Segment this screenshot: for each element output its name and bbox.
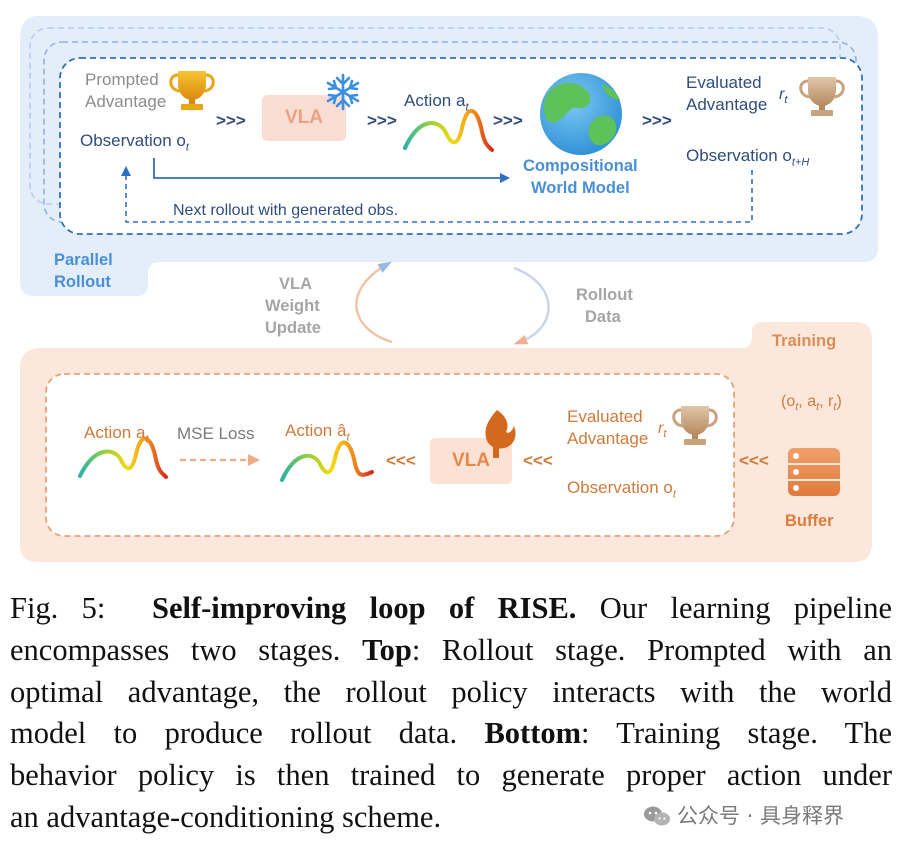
action-curve-top (403, 108, 494, 152)
observation-bottom-label: Observation ot (567, 478, 676, 501)
prompted-label-1: Prompted (85, 70, 159, 89)
arrows-bottom-3: <<< (739, 451, 769, 470)
reward-bottom-label: rt (658, 420, 667, 441)
flame-icon (485, 410, 516, 458)
next-rollout-label: Next rollout with generated obs. (173, 202, 399, 219)
buffer-database-icon (788, 448, 840, 496)
mse-loss-label: MSE Loss (177, 424, 255, 443)
rollout-data-label-2: Data (585, 308, 621, 326)
vla-update-label-1: VLA (279, 275, 312, 293)
vla-top-box (262, 95, 346, 141)
vla-bottom-label: VLA (452, 450, 490, 471)
action-hat-label: Action ât (285, 421, 350, 444)
evaluated-bottom-label-2: Advantage (567, 429, 649, 448)
arrows-top-4: >>> (642, 111, 672, 130)
caption-line-2: encompasses two stages. Top: Rollout sta… (10, 632, 892, 667)
world-model-label-1: Compositional (523, 157, 638, 175)
next-rollout-arrow (121, 166, 753, 223)
watermark: 公众号 · 具身释界 (643, 800, 844, 830)
action-curve-bottom-right (280, 440, 374, 482)
vla-bottom-box (430, 438, 512, 484)
action-bottom-label: Action at (84, 423, 149, 446)
vla-update-label-3: Update (265, 319, 321, 337)
world-model-label-2: World Model (531, 179, 630, 197)
trophy-bronze-top-icon (799, 77, 845, 116)
diagram-graphics (20, 16, 878, 562)
parallel-rollout-label-1: Parallel (54, 251, 113, 269)
caption-line-5: behavior policy is then trained to gener… (10, 758, 892, 793)
training-label: Training (772, 332, 837, 350)
reward-top-label: rt (779, 86, 788, 107)
training-frame (45, 373, 735, 537)
observation-label: Observation ot (80, 131, 189, 154)
prompted-label-2: Advantage (85, 92, 167, 111)
evaluated-top-label-2: Advantage (686, 95, 768, 114)
rollout-data-label-1: Rollout (576, 286, 633, 304)
obs-to-world-arrow (153, 158, 510, 183)
evaluated-bottom-label-1: Evaluated (567, 407, 643, 426)
rise-diagram: Prompted Advantage Observation ot >>> VL… (20, 16, 878, 562)
arrows-top-3: >>> (493, 111, 523, 130)
arrows-top-2: >>> (367, 111, 397, 130)
figure-caption: Fig. 5: Self-improving loop of RISE. Our… (10, 588, 892, 839)
buffer-label: Buffer (785, 512, 834, 530)
rollout-data-arc (513, 266, 550, 345)
action-curve-bottom-left (78, 436, 168, 479)
vla-top-label: VLA (285, 107, 323, 128)
arrows-bottom-2: <<< (523, 451, 553, 470)
caption-line-6: an advantage-conditioning scheme. (10, 799, 442, 834)
evaluated-top-label-1: Evaluated (686, 73, 762, 92)
caption-line-1: Fig. 5: Self-improving loop of RISE. Our… (10, 591, 893, 625)
parallel-rollout-label-2: Rollout (54, 273, 111, 291)
arrows-bottom-1: <<< (386, 451, 416, 470)
observation-next-label: Observation ot+H (686, 146, 810, 169)
trophy-bronze-bottom-icon (672, 406, 718, 445)
tuple-label: (ot, at, rt) (781, 393, 842, 414)
snowflake-icon (326, 73, 360, 111)
watermark-text: 公众号 · 具身释界 (677, 804, 845, 828)
caption-line-4: model to produce rollout data. Bottom: T… (10, 716, 892, 751)
action-top-label: Action at (404, 91, 469, 114)
trophy-gold-icon (169, 71, 215, 110)
vla-update-label-2: Weight (265, 297, 320, 315)
arrows-top-1: >>> (216, 111, 246, 130)
wechat-icon (644, 806, 670, 826)
rollout-frame (59, 57, 863, 235)
caption-line-3: optimal advantage, the rollout policy in… (10, 674, 892, 709)
globe-icon (540, 73, 622, 155)
vla-update-arc (355, 261, 393, 344)
